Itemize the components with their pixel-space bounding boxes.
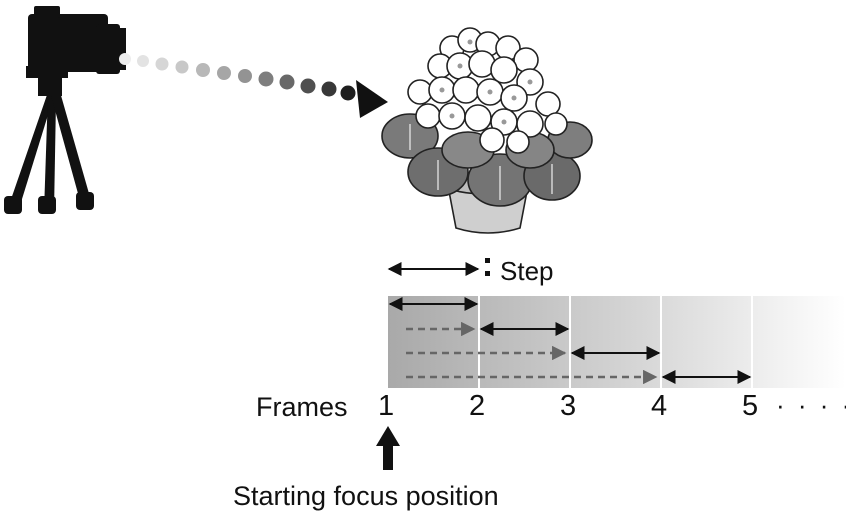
frame-number-3: 3: [560, 390, 577, 422]
up-arrow-icon: [376, 426, 400, 470]
frame-number-4: 4: [651, 390, 668, 422]
cumulative-offset-arrows: [406, 321, 658, 385]
frame-number-2: 2: [469, 390, 486, 422]
starting-focus-label: Starting focus position: [233, 481, 499, 511]
frames-label: Frames: [256, 392, 348, 422]
step-arrows: [388, 297, 752, 384]
focus-path-dotted-arrow: [119, 53, 388, 118]
camera-on-tripod-icon: [4, 6, 126, 214]
frame-number-5: 5: [742, 390, 759, 422]
frame-number-1: 1: [378, 390, 395, 422]
frame-dividers: [478, 296, 753, 388]
step-label: Step: [500, 256, 554, 286]
frames-continuation: · · · ·: [776, 390, 846, 420]
step-legend-colon: [485, 258, 490, 276]
focus-range-band: [388, 296, 846, 388]
potted-plant-icon: [381, 27, 593, 234]
